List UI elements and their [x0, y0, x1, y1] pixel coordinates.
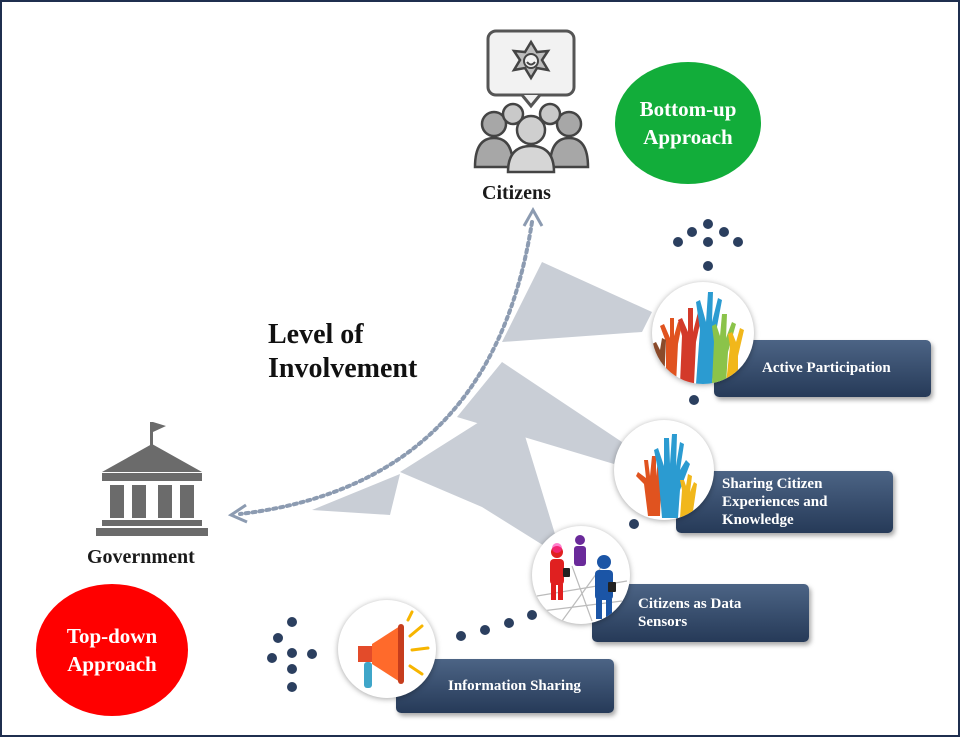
bottom-up-approach-oval: Bottom-up Approach — [615, 62, 761, 184]
involvement-curve — [238, 220, 534, 516]
top-down-line2: Approach — [67, 652, 157, 676]
stage-label: Information Sharing — [448, 678, 581, 694]
raised-hands-icon — [614, 420, 714, 520]
bottom-up-line2: Approach — [643, 125, 733, 149]
stage-label: Sensors — [638, 614, 688, 630]
arrowhead-up-icon — [522, 206, 544, 227]
top-down-approach-oval: Top-down Approach — [36, 584, 188, 716]
top-down-line1: Top-down — [66, 624, 158, 648]
government-building-icon — [96, 422, 208, 536]
government-label: Government — [87, 546, 195, 568]
connector-dots — [267, 219, 743, 692]
citizens-label: Citizens — [482, 182, 551, 204]
stage-label: Citizens as Data — [638, 596, 742, 612]
arrowhead-left-icon — [227, 503, 248, 524]
involvement-fan — [312, 262, 652, 557]
stage-label: Active Participation — [762, 360, 891, 376]
involvement-heading-line2: Involvement — [268, 353, 418, 384]
stage-box-citizens-as-data-sensors: Citizens as Data Sensors — [592, 584, 809, 642]
stage-box-information-sharing: Information Sharing — [396, 659, 614, 713]
citizens-icon — [473, 29, 590, 174]
stage-label: Sharing Citizen — [722, 476, 823, 492]
involvement-heading: Level of Involvement — [268, 318, 417, 386]
involvement-heading-line1: Level of — [268, 319, 364, 350]
stage-label: Experiences and — [722, 494, 828, 510]
many-hands-icon — [652, 282, 754, 384]
stage-label: Knowledge — [722, 512, 794, 528]
megaphone-icon — [338, 600, 436, 698]
bottom-up-line1: Bottom-up — [639, 97, 737, 121]
people-network-icon — [532, 526, 630, 624]
